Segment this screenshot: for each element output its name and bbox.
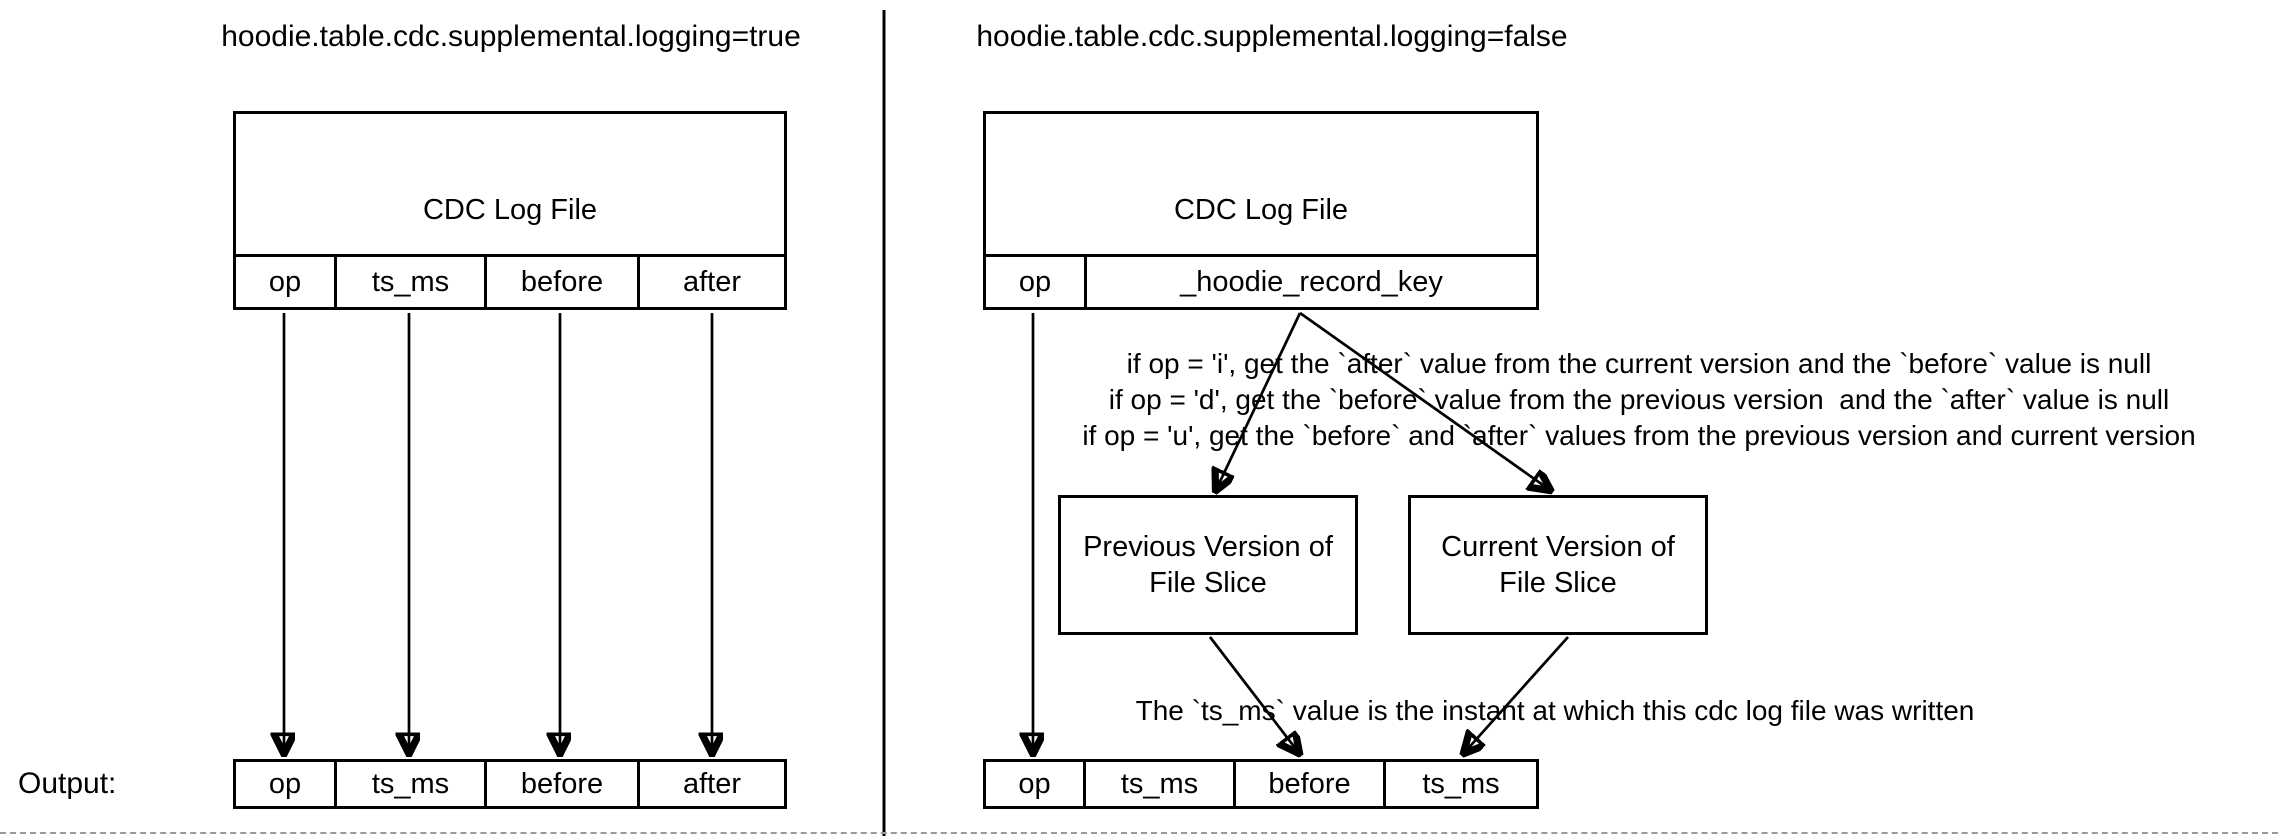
left-output-label: Output: (18, 767, 117, 800)
left-cdc-column-row: op ts_ms before after (236, 254, 784, 307)
left-output-col-ts-ms: ts_ms (334, 762, 484, 806)
right-output-col-op: op (1018, 767, 1051, 800)
right-output-col-ts-ms-2: ts_ms (1383, 762, 1536, 806)
right-cdc-col-op: op (1018, 265, 1052, 298)
right-cdc-column-row: op _hoodie_record_key (986, 254, 1536, 307)
left-output-col-op: op (268, 767, 302, 800)
right-panel-title: hoodie.table.cdc.supplemental.logging=fa… (976, 20, 1568, 53)
right-cdc-log-label: CDC Log File (1173, 194, 1349, 226)
right-output-col-ts-ms: ts_ms (1083, 762, 1233, 806)
left-cdc-col-ts-ms: ts_ms (334, 257, 484, 307)
op-rule-delete: if op = 'd', get the `before` value from… (1108, 384, 2170, 415)
right-cdc-col-hoodie-record-key: _hoodie_record_key (1084, 257, 1536, 307)
ts-ms-note: The `ts_ms` value is the instant at whic… (1135, 695, 1975, 726)
left-cdc-col-op: op (268, 265, 302, 298)
left-cdc-log-label: CDC Log File (422, 194, 598, 226)
left-cdc-col-before: before (484, 257, 637, 307)
previous-version-file-slice-box: Previous Version of File Slice (1058, 495, 1358, 635)
current-version-file-slice-box: Current Version of File Slice (1408, 495, 1708, 635)
op-rule-update: if op = 'u', get the `before` and `after… (1082, 420, 2196, 451)
left-output-col-after: after (637, 762, 784, 806)
left-panel-title: hoodie.table.cdc.supplemental.logging=tr… (221, 20, 801, 53)
left-cdc-log-box: CDC Log File op ts_ms before after (233, 111, 787, 310)
left-cdc-col-after: after (637, 257, 784, 307)
right-cdc-log-box: CDC Log File op _hoodie_record_key (983, 111, 1539, 310)
page-bottom-dashed-edge (0, 832, 2278, 834)
right-output-col-before: before (1233, 762, 1383, 806)
left-output-col-before: before (484, 762, 637, 806)
right-output-row: op ts_ms before ts_ms (983, 759, 1539, 809)
left-output-row: op ts_ms before after (233, 759, 787, 809)
op-rules-block: if op = 'i', get the `after` value from … (1000, 346, 2278, 454)
op-rule-insert: if op = 'i', get the `after` value from … (1126, 348, 2152, 379)
